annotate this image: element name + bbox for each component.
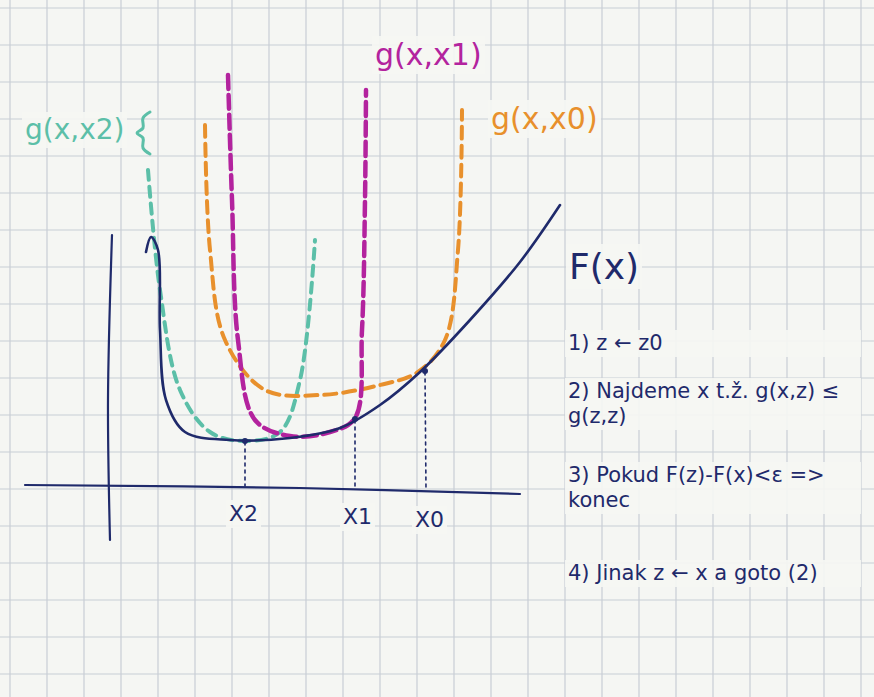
grid-line xyxy=(0,266,874,267)
tangent-point xyxy=(422,368,428,374)
algorithm-step: 2) Najdeme x t.ž. g(x,z) ≤ g(z,z) xyxy=(565,378,861,430)
x0-drop-line xyxy=(425,372,426,490)
grid-line xyxy=(0,673,874,674)
axis-point-label: X0 xyxy=(412,506,447,534)
grid-line xyxy=(157,0,158,697)
grid-line xyxy=(305,0,306,697)
f-curve xyxy=(146,205,560,441)
grid-line xyxy=(0,636,874,637)
curly-brace xyxy=(137,112,150,154)
x2-drop-line xyxy=(244,442,246,486)
g-x0-curve xyxy=(205,110,462,396)
grid-line xyxy=(194,0,195,697)
algorithm-step: 1) z ← z0 xyxy=(565,330,861,357)
grid-line xyxy=(416,0,417,697)
curve-label: g(x,x0) xyxy=(488,100,601,138)
grid-line xyxy=(268,0,269,697)
axis-point-label: X2 xyxy=(226,500,261,528)
grid-line xyxy=(453,0,454,697)
algorithm-step: 3) Pokud F(z)-F(x)<ε => konec xyxy=(565,462,861,514)
grid-line xyxy=(379,0,380,697)
grid-line xyxy=(0,229,874,230)
grid-line xyxy=(120,0,121,697)
function-label: F(x) xyxy=(566,244,642,289)
y-axis xyxy=(108,235,112,540)
algorithm-step: 4) Jinak z ← x a goto (2) xyxy=(565,560,861,587)
grid-line xyxy=(0,303,874,304)
grid-line xyxy=(0,7,874,8)
grid-line xyxy=(231,0,232,697)
axis-point-label: X1 xyxy=(340,503,375,531)
grid-line xyxy=(46,0,47,697)
tangent-point xyxy=(242,438,248,444)
grid-line xyxy=(83,0,84,697)
grid-line xyxy=(9,0,10,697)
grid-line xyxy=(0,599,874,600)
x1-drop-line xyxy=(354,420,356,488)
x-axis xyxy=(25,485,520,494)
curve-label: g(x,x2) xyxy=(22,112,127,148)
grid-line xyxy=(0,155,874,156)
g-x1-curve xyxy=(228,75,366,437)
curve-label: g(x,x1) xyxy=(372,36,485,74)
tangent-point xyxy=(352,416,358,422)
grid-line xyxy=(0,118,874,119)
grid-line xyxy=(0,451,874,452)
grid-line xyxy=(0,81,874,82)
grid-line xyxy=(342,0,343,697)
grid-line xyxy=(0,192,874,193)
